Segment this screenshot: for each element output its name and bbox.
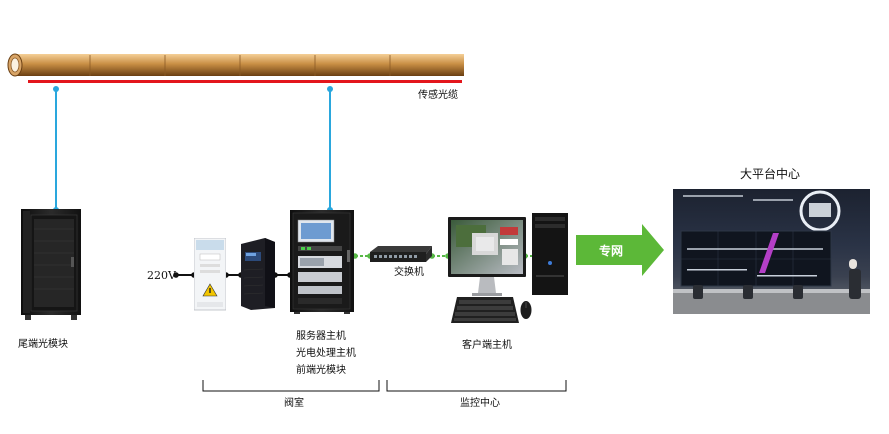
platform-center-title: 大平台中心 bbox=[740, 167, 801, 181]
distribution-box-icon bbox=[194, 238, 226, 311]
tail-module-label: 尾端光模块 bbox=[18, 339, 68, 350]
desktop-computer-icon bbox=[448, 213, 568, 296]
rack-cabinet-icon bbox=[21, 209, 81, 320]
server-cabinet-icon bbox=[290, 210, 354, 314]
server-label-line1: 服务器主机 bbox=[296, 331, 346, 342]
client-label: 客户端主机 bbox=[462, 340, 512, 351]
private-network-label: 专网 bbox=[599, 244, 624, 258]
power-label: 220V bbox=[147, 269, 176, 282]
valve-room-label: 阀室 bbox=[284, 398, 304, 409]
sensor-line bbox=[28, 80, 462, 83]
control-room-photo bbox=[673, 189, 870, 314]
monitor-center-label: 监控中心 bbox=[460, 398, 500, 409]
switch-label: 交换机 bbox=[394, 267, 424, 278]
network-switch-icon bbox=[370, 246, 432, 262]
mouse-icon bbox=[520, 301, 532, 319]
server-label-line3: 前端光模块 bbox=[296, 365, 346, 376]
server-label-line2: 光电处理主机 bbox=[296, 348, 356, 359]
private-network-arrow bbox=[576, 224, 664, 276]
keyboard-icon bbox=[451, 297, 519, 323]
ups-icon bbox=[241, 238, 275, 310]
cable-label: 传感光缆 bbox=[418, 90, 458, 101]
